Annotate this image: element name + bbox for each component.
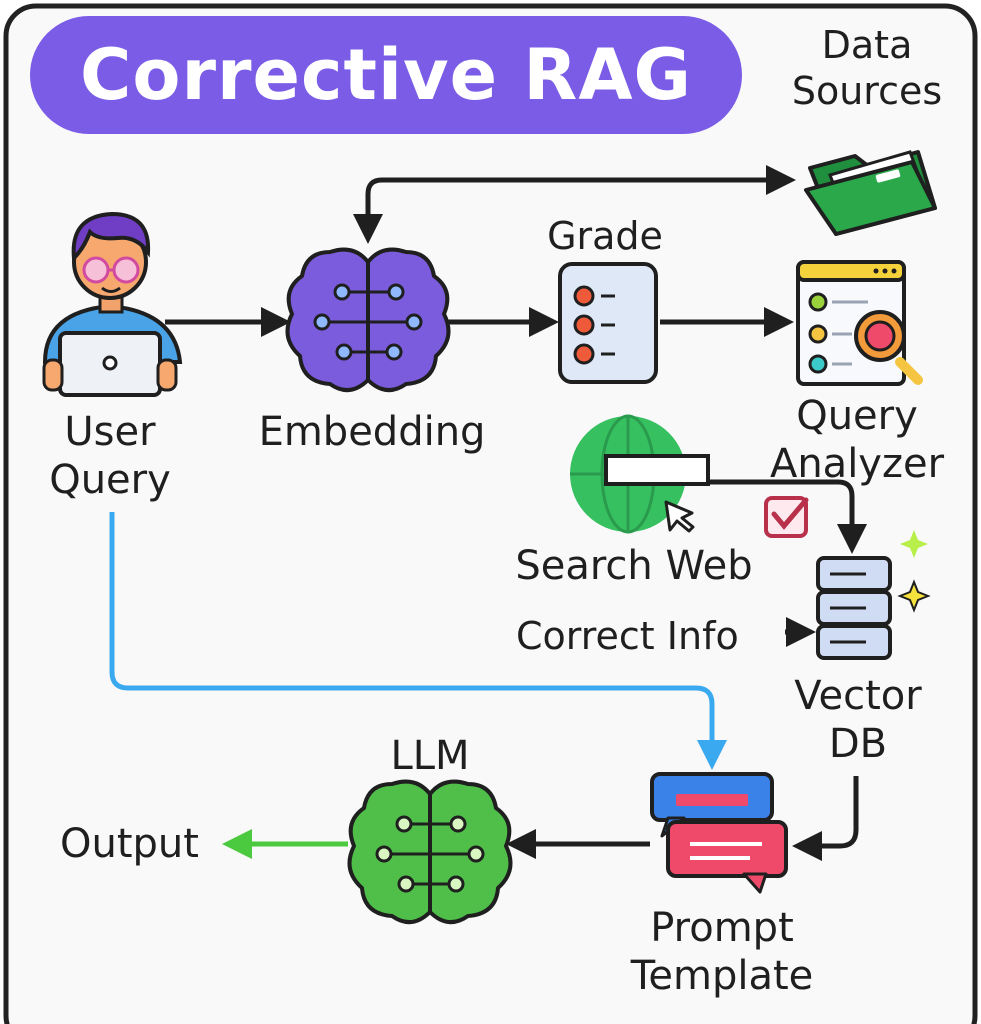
prompt-template-label: Prompt Template: [612, 904, 832, 1000]
data-sources-label: Data Sources: [772, 22, 962, 114]
arrow-searchweb-vectordb: [708, 479, 867, 554]
brain-icon: [347, 779, 513, 924]
user-laptop-icon: [42, 211, 183, 397]
page-title: Corrective RAG: [80, 34, 692, 116]
prompt-template-label-line2: Template: [630, 953, 814, 999]
globe-search-icon: [570, 414, 710, 534]
user-query-label: User Query: [30, 408, 190, 504]
arrow-query-prompt: [109, 512, 727, 770]
llm-label: LLM: [390, 733, 470, 779]
search-web-label: Search Web: [515, 543, 753, 589]
card-border: [3, 3, 978, 1024]
data-sources-label-line2: Sources: [791, 69, 943, 113]
brain-icon: [285, 247, 451, 392]
analyzer-window-icon: [796, 260, 923, 386]
data-sources-label-line1: Data: [821, 23, 913, 67]
arrow-embedding-datasources: [353, 165, 796, 244]
vector-db-label-line1: Vector: [794, 673, 922, 719]
chat-bubbles-icon: [650, 772, 788, 894]
grade-label: Grade: [547, 214, 663, 258]
user-query-label-line2: Query: [49, 457, 171, 503]
query-analyzer-label-line2: Analyzer: [769, 441, 945, 487]
user-query-label-line1: User: [64, 409, 156, 455]
output-label: Output: [60, 821, 199, 867]
vector-db-label: Vector DB: [778, 672, 938, 768]
query-analyzer-label-line1: Query: [796, 393, 918, 439]
query-analyzer-label: Query Analyzer: [752, 392, 962, 488]
correct-info-label: Correct Info: [516, 614, 739, 658]
vector-db-label-line2: DB: [828, 721, 888, 767]
checklist-icon: [558, 262, 658, 384]
checkbox-icon: [764, 496, 809, 538]
arrow-vectordb-prompt: [792, 776, 859, 861]
title-badge: Corrective RAG: [30, 16, 742, 134]
prompt-template-label-line1: Prompt: [650, 905, 794, 951]
sparkle-icon: [897, 530, 931, 613]
database-icon: [816, 556, 892, 660]
folder-icon: [804, 150, 937, 236]
embedding-label: Embedding: [258, 409, 486, 455]
